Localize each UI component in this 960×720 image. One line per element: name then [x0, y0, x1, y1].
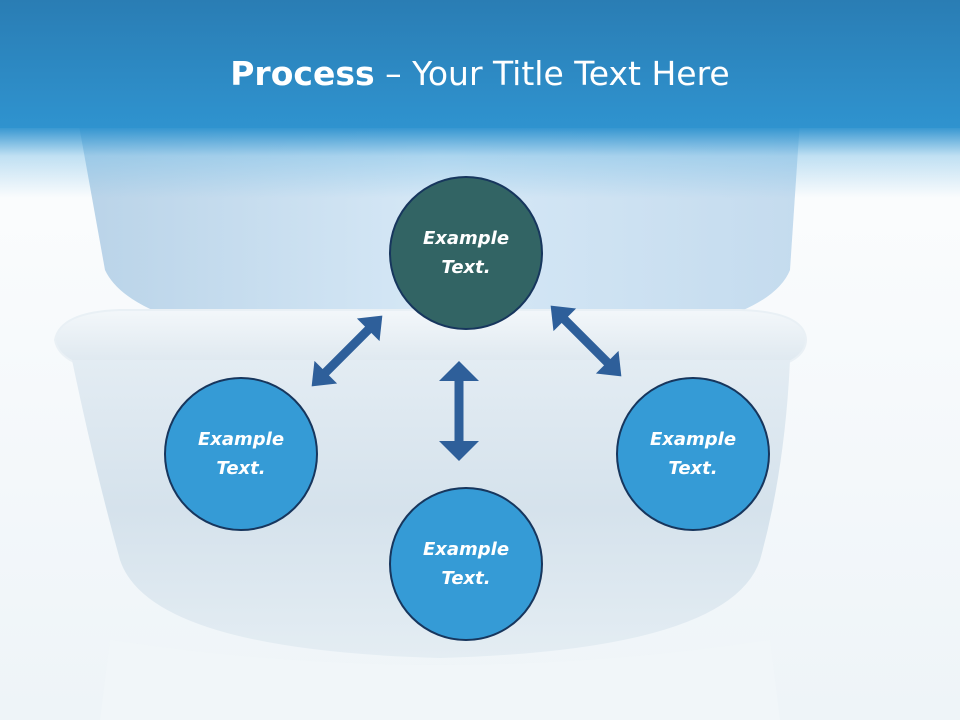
process-node-left[interactable]: Example Text.	[164, 377, 318, 531]
process-node-top[interactable]: Example Text.	[389, 176, 543, 330]
double-arrow-vertical	[439, 361, 479, 461]
double-arrow-top-right	[550, 305, 622, 377]
node-text-line: Text.	[441, 257, 491, 278]
node-text: Example Text.	[406, 224, 526, 282]
process-node-bottom[interactable]: Example Text.	[389, 487, 543, 641]
node-text-line: Example	[197, 429, 285, 450]
node-text: Example Text.	[633, 425, 753, 483]
double-arrow-top-left	[311, 315, 383, 387]
node-text-line: Example	[649, 429, 737, 450]
title-bold-part: Process	[230, 54, 375, 93]
node-text-line: Text.	[668, 458, 718, 479]
node-text-line: Text.	[216, 458, 266, 479]
node-text: Example Text.	[406, 535, 526, 593]
process-node-right[interactable]: Example Text.	[616, 377, 770, 531]
node-text-line: Example	[422, 539, 510, 560]
node-text-line: Text.	[441, 568, 491, 589]
node-text: Example Text.	[181, 425, 301, 483]
slide-title[interactable]: Process – Your Title Text Here	[0, 52, 960, 96]
node-text-line: Example	[422, 228, 510, 249]
title-regular-part: – Your Title Text Here	[374, 54, 730, 93]
title-bar	[0, 0, 960, 128]
